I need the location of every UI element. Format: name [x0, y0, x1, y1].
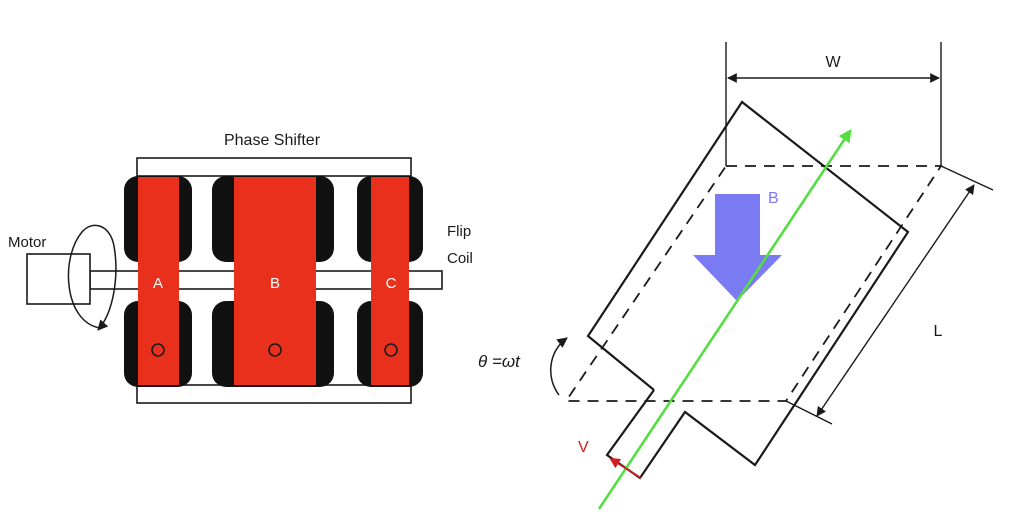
coil-b-label: B: [270, 275, 280, 292]
magnetic-field-label: B: [768, 190, 779, 207]
rotation-arrow: [67, 224, 117, 331]
housing-bottom-bar: [136, 384, 412, 404]
flip-coil-diagram: W L B V θ =ωt: [478, 42, 994, 510]
beam-axis-arrow: [597, 128, 852, 510]
width-label: W: [825, 54, 841, 71]
coil-b: [234, 177, 316, 385]
housing-top-bar: [136, 157, 412, 177]
length-ext-bottom: [785, 400, 833, 425]
coil-c: [371, 177, 409, 385]
angle-label: θ =ωt: [478, 352, 521, 371]
coil-a-port: [151, 343, 165, 357]
magnetic-field-arrow: [693, 194, 782, 301]
coil-b-port: [268, 343, 282, 357]
velocity-arrow: [609, 457, 642, 479]
flip-coil-label-line2: Coil: [447, 250, 473, 267]
phase-shifter-diagram: A B C Motor Phase Shifter Flip Coil: [8, 132, 473, 404]
flip-coil-label-line1: Flip: [447, 223, 471, 240]
length-ext-top: [940, 165, 994, 191]
velocity-label: V: [578, 439, 589, 456]
coil-a-label: A: [153, 275, 163, 292]
motor-label: Motor: [8, 234, 46, 251]
length-label: L: [934, 323, 943, 340]
phase-shifter-title: Phase Shifter: [224, 132, 321, 149]
length-dimension-arrow: [816, 184, 975, 417]
coil-c-port: [384, 343, 398, 357]
coil-c-label: C: [386, 275, 397, 292]
motor-box: [26, 253, 91, 305]
angle-rotation-arrow: [549, 337, 568, 396]
coil-a: [138, 177, 179, 385]
